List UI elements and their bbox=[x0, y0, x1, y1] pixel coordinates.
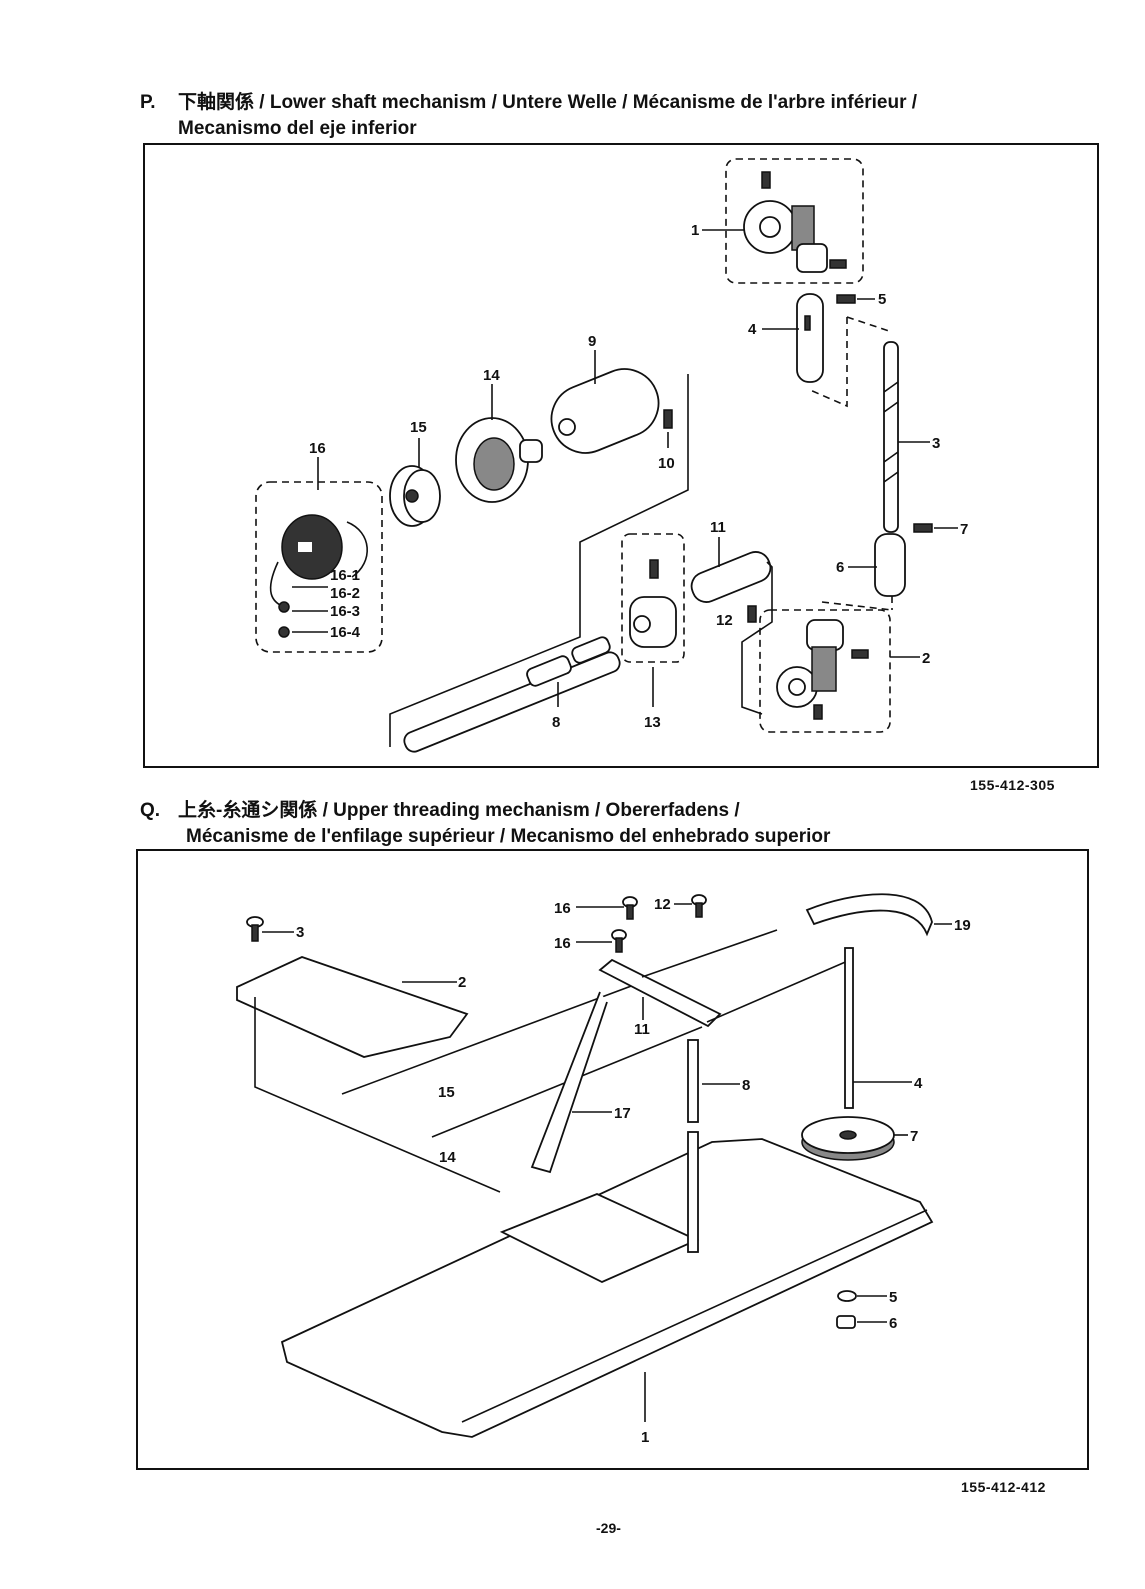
part-8-post-lower bbox=[687, 1131, 699, 1253]
part-3-screw bbox=[246, 916, 264, 942]
callout-1: 1 bbox=[691, 222, 699, 239]
section-p-letter: P. bbox=[140, 92, 156, 113]
part-4-pole bbox=[844, 947, 854, 1109]
part-4-bushing bbox=[796, 293, 824, 383]
callout-10: 10 bbox=[658, 455, 675, 472]
callout-16-3: 16-3 bbox=[330, 603, 360, 620]
part-1-group-box bbox=[725, 158, 864, 284]
part-11-collar bbox=[690, 551, 772, 603]
callout-3: 3 bbox=[932, 435, 940, 452]
part-17-support bbox=[530, 991, 608, 1174]
section-q-title: Q. 上糸-糸通シ関係 / Upper threading mechanism /… bbox=[140, 800, 740, 822]
callout-16: 16 bbox=[309, 440, 326, 457]
part-1-base-plate bbox=[280, 1138, 934, 1438]
part-13-collar bbox=[629, 559, 677, 648]
part-14-hook bbox=[455, 417, 543, 503]
section-q-title-line1: 上糸-糸通シ関係 / Upper threading mechanism / O… bbox=[178, 800, 740, 821]
callout-15: 15 bbox=[410, 419, 427, 436]
callout-14: 14 bbox=[483, 367, 500, 384]
callout-16-2: 16-2 bbox=[330, 585, 360, 602]
lower-shaft-diagram-panel: 1 4 5 3 7 6 bbox=[143, 143, 1099, 768]
callout-8: 8 bbox=[552, 714, 560, 731]
callout-16b: 16 bbox=[554, 935, 571, 952]
part-1-gear-assembly bbox=[743, 171, 847, 273]
part-13-group-box bbox=[621, 533, 685, 663]
callout-4: 4 bbox=[748, 321, 757, 338]
callout-13: 13 bbox=[644, 714, 661, 731]
upper-threading-diagram-panel: 1 2 3 15 14 11 17 bbox=[136, 849, 1089, 1470]
callout-6: 6 bbox=[836, 559, 844, 576]
part-8-lower-shaft bbox=[403, 636, 621, 753]
part-9-shaft-sleeve bbox=[550, 368, 660, 454]
callout-1: 1 bbox=[641, 1429, 649, 1446]
part-11-bracket bbox=[598, 929, 851, 1028]
part-15-rod bbox=[341, 981, 643, 1095]
callout-7: 7 bbox=[960, 521, 968, 538]
part-5-screw bbox=[836, 294, 856, 304]
part-6-nut bbox=[836, 1315, 856, 1329]
part-2-cover-plate bbox=[236, 956, 469, 1058]
callout-16-4: 16-4 bbox=[330, 624, 361, 641]
part-8-post-upper bbox=[687, 1039, 699, 1123]
part-3-vertical-shaft bbox=[883, 341, 899, 533]
part-2-gear-assembly bbox=[776, 619, 869, 720]
section-q-letter: Q. bbox=[140, 800, 161, 821]
callout-17: 17 bbox=[614, 1105, 631, 1122]
part-16-screw-b bbox=[611, 929, 627, 953]
section-q-subtitle: Mécanisme de l'enfilage supérieur / Meca… bbox=[186, 826, 830, 848]
section-p-title-line2: Mecanismo del eje inferior bbox=[178, 118, 417, 139]
lower-shaft-exploded-view: 1 4 5 3 7 6 bbox=[255, 158, 968, 753]
callout-11: 11 bbox=[634, 1021, 650, 1038]
callout-5: 5 bbox=[878, 291, 886, 308]
callout-2: 2 bbox=[458, 974, 466, 991]
upper-threading-exploded-view: 1 2 3 15 14 11 17 bbox=[236, 893, 971, 1446]
part-6-bushing bbox=[874, 533, 906, 597]
part-12-screw bbox=[691, 894, 707, 918]
part-15-bobbin bbox=[389, 465, 441, 527]
part-7-disc bbox=[801, 1116, 895, 1161]
callout-8: 8 bbox=[742, 1077, 750, 1094]
section-q-drawing-code: 155-412-412 bbox=[961, 1479, 1046, 1495]
section-p-title: P. 下軸関係 / Lower shaft mechanism / Untere … bbox=[140, 92, 917, 114]
part-2-group-box bbox=[759, 609, 891, 733]
callout-9: 9 bbox=[588, 333, 596, 350]
callout-12: 12 bbox=[716, 612, 733, 629]
section-q-title-line2: Mécanisme de l'enfilage supérieur / Meca… bbox=[186, 826, 831, 847]
part-19-tube bbox=[805, 893, 933, 937]
part-16-group-box bbox=[255, 481, 383, 653]
section-p-drawing-code: 155-412-305 bbox=[970, 777, 1055, 793]
callout-14: 14 bbox=[439, 1149, 456, 1166]
callout-7: 7 bbox=[910, 1128, 918, 1145]
callout-2: 2 bbox=[922, 650, 930, 667]
callout-3: 3 bbox=[296, 924, 304, 941]
part-10-screw bbox=[663, 409, 673, 429]
part-16-screw-a bbox=[622, 896, 638, 920]
callout-12: 12 bbox=[654, 896, 671, 913]
callout-4: 4 bbox=[914, 1075, 923, 1092]
section-p-subtitle: Mecanismo del eje inferior bbox=[178, 118, 417, 140]
section-p-title-line1: 下軸関係 / Lower shaft mechanism / Untere We… bbox=[178, 92, 918, 113]
part-7-screw bbox=[913, 523, 933, 533]
callout-15: 15 bbox=[438, 1084, 455, 1101]
callout-5: 5 bbox=[889, 1289, 897, 1306]
part-5-washer bbox=[837, 1290, 857, 1302]
callout-19: 19 bbox=[954, 917, 971, 934]
callout-6: 6 bbox=[889, 1315, 897, 1332]
callout-16-1: 16-1 bbox=[330, 567, 360, 584]
part-12-screw bbox=[747, 605, 757, 623]
page-number: -29- bbox=[596, 1520, 621, 1536]
part-16-bobbin-case bbox=[269, 514, 368, 638]
callout-11: 11 bbox=[710, 519, 726, 536]
callout-16a: 16 bbox=[554, 900, 571, 917]
